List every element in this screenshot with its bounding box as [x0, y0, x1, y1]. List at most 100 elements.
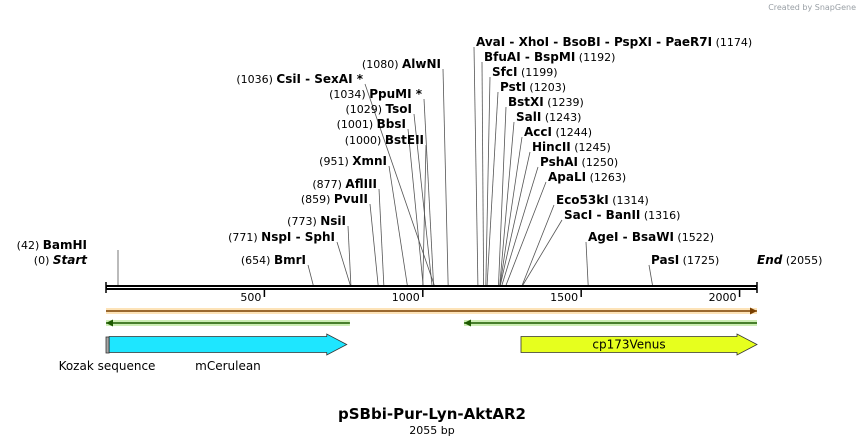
site-label-row: SacI - BanII (1316) — [564, 208, 680, 222]
site-label-row: (859) PvuII — [301, 192, 368, 206]
site-position: (1036) — [236, 73, 276, 86]
site-label-row: (1034) PpuMI * — [329, 87, 423, 101]
site-ppumi: (1034) PpuMI * — [329, 87, 423, 101]
site-label-row: End (2055) — [757, 253, 822, 267]
site-bbsi: (1001) BbsI — [337, 117, 406, 131]
site-label-row: BstXI (1239) — [508, 95, 584, 109]
site-name: BstXI — [508, 95, 544, 109]
site-name: PshAI — [540, 155, 578, 169]
site-separator: - — [521, 50, 534, 64]
site-xmni: (951) XmnI — [319, 154, 387, 168]
site-label-row: (1029) TsoI — [345, 102, 412, 116]
site-position: (1263) — [586, 171, 626, 184]
track-arrowhead-green-right — [463, 319, 471, 327]
site-label-row: (42) BamHI — [17, 238, 87, 252]
site-separator: - — [592, 208, 605, 222]
site-end: End (2055) — [757, 253, 822, 267]
site-sfci: SfcI (1199) — [492, 65, 558, 79]
site-connector — [388, 165, 408, 286]
site-name: SacI — [564, 208, 592, 222]
site-name: PaeR7I — [665, 35, 712, 49]
site-name: XhoI — [519, 35, 550, 49]
site-connector — [378, 188, 385, 286]
site-label-row: PshAI (1250) — [540, 155, 618, 169]
site-label-row: HincII (1245) — [532, 140, 611, 154]
site-connector — [585, 241, 589, 286]
snapgene-credit: Created by SnapGene — [768, 3, 856, 12]
site-separator: - — [601, 35, 614, 49]
site-label-row: Eco53kI (1314) — [556, 193, 649, 207]
feature-cp173venus-arrow — [520, 333, 758, 356]
site-connector — [336, 241, 351, 286]
site-connector — [498, 106, 507, 286]
site-name: XmnI — [352, 154, 387, 168]
site-name: SfcI — [492, 65, 517, 79]
site-connector — [505, 181, 547, 286]
site-label-row: (1000) BstEII — [345, 133, 424, 147]
site-name: BsoBI — [562, 35, 600, 49]
site-position: (1034) — [329, 88, 369, 101]
site-position: (1522) — [674, 231, 714, 244]
ruler-tick-label: 500 — [240, 291, 261, 304]
site-name: Start — [53, 253, 88, 267]
site-label-row: (0) Start — [34, 253, 88, 267]
site-connector — [347, 225, 352, 286]
site-position: (1029) — [345, 103, 385, 116]
site-name: SphI — [305, 230, 335, 244]
site-position: (1245) — [571, 141, 611, 154]
site-connector — [500, 151, 531, 286]
track-arrowhead-orange — [750, 307, 757, 315]
site-position: (1199) — [517, 66, 557, 79]
site-name: NspI — [261, 230, 291, 244]
site-position: (1000) — [345, 134, 385, 147]
site-acci: AccI (1244) — [524, 125, 592, 139]
site-position: (859) — [301, 193, 334, 206]
site-connector — [501, 166, 539, 286]
site-connector — [413, 113, 433, 286]
site-connector — [486, 91, 499, 286]
feature-kozak-sequence — [105, 336, 110, 354]
site-name: CsiI — [276, 72, 301, 86]
backbone — [105, 282, 758, 293]
site-name: SalI — [516, 110, 541, 124]
site-nspi: (771) NspI - SphI — [228, 230, 335, 244]
site-connector — [481, 61, 485, 286]
site-position: (1203) — [526, 81, 566, 94]
site-name: PvuII — [334, 192, 368, 206]
site-position: (1244) — [552, 126, 592, 139]
plasmid-size: 2055 bp — [409, 424, 455, 437]
site-label-row: (1001) BbsI — [337, 117, 406, 131]
site-separator: - — [549, 35, 562, 49]
site-position: (42) — [17, 239, 43, 252]
snapgene-logo: SnapGene — [814, 3, 856, 12]
site-bmri: (654) BmrI — [241, 253, 306, 267]
site-name: BspMI — [534, 50, 575, 64]
feature-mcerulean-arrow — [108, 333, 348, 356]
site-separator: - — [301, 72, 314, 86]
site-name: ApaLI — [548, 170, 586, 184]
site-name: PspXI — [614, 35, 652, 49]
site-name: PasI — [651, 253, 679, 267]
site-position: (771) — [228, 231, 261, 244]
site-label-row: SalI (1243) — [516, 110, 581, 124]
site-name: BstEII — [385, 133, 424, 147]
site-connector — [499, 121, 515, 286]
site-nsii: (773) NsiI — [287, 214, 346, 228]
site-position: (951) — [319, 155, 352, 168]
site-label-row: (1036) CsiI - SexAI * — [236, 72, 363, 86]
site-name: BmrI — [274, 253, 306, 267]
site-name: BsaWI — [632, 230, 674, 244]
backbone-strand-gap — [107, 287, 756, 288]
site-eco53ki: Eco53kI (1314) — [556, 193, 649, 207]
site-label-row: PstI (1203) — [500, 80, 566, 94]
feature-label: Kozak sequence — [59, 359, 156, 373]
site-label-row: (1080) AlwNI — [362, 57, 441, 71]
site-position: (1080) — [362, 58, 402, 71]
site-name: BanII — [606, 208, 641, 222]
site-bstxi: BstXI (1239) — [508, 95, 584, 109]
site-position: (1001) — [337, 118, 377, 131]
feature-label: cp173Venus — [592, 338, 665, 352]
track-arrowhead-green-left — [106, 319, 113, 327]
